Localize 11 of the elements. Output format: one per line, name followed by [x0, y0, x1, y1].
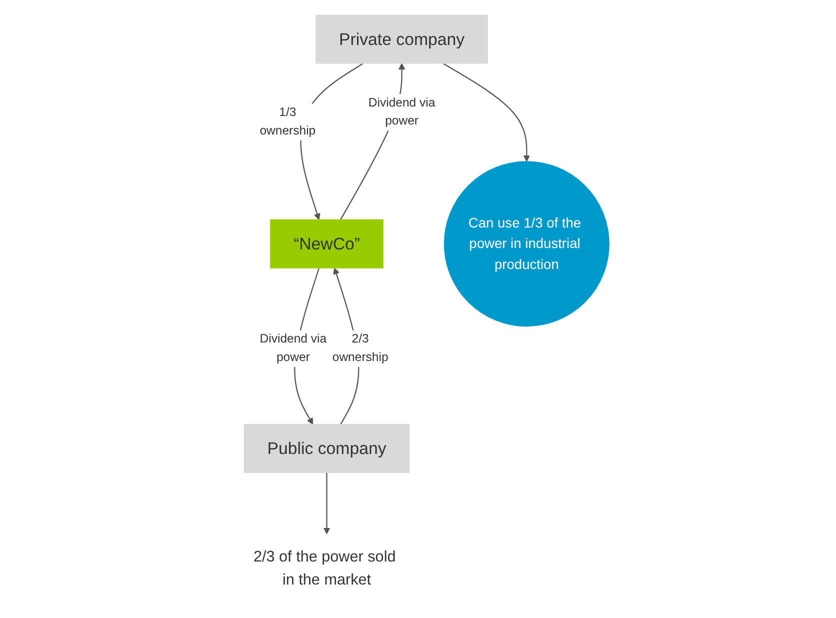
arrow: [442, 62, 530, 162]
edge-label: Dividend via power: [368, 96, 436, 128]
arrow: [323, 472, 330, 534]
edge-label: 1/3 ownership: [260, 106, 316, 138]
node-box: Private company: [316, 14, 488, 64]
node-circle: Can use 1/3 of the power in industrial production: [444, 161, 610, 327]
edge-label: 2/3 ownership: [332, 332, 388, 364]
edge-label: Dividend via power: [260, 332, 326, 364]
node-box: Public company: [244, 424, 410, 473]
node-text: 2/3 of the power sold in the market: [253, 548, 396, 588]
node-box: “NewCo”: [270, 219, 384, 268]
